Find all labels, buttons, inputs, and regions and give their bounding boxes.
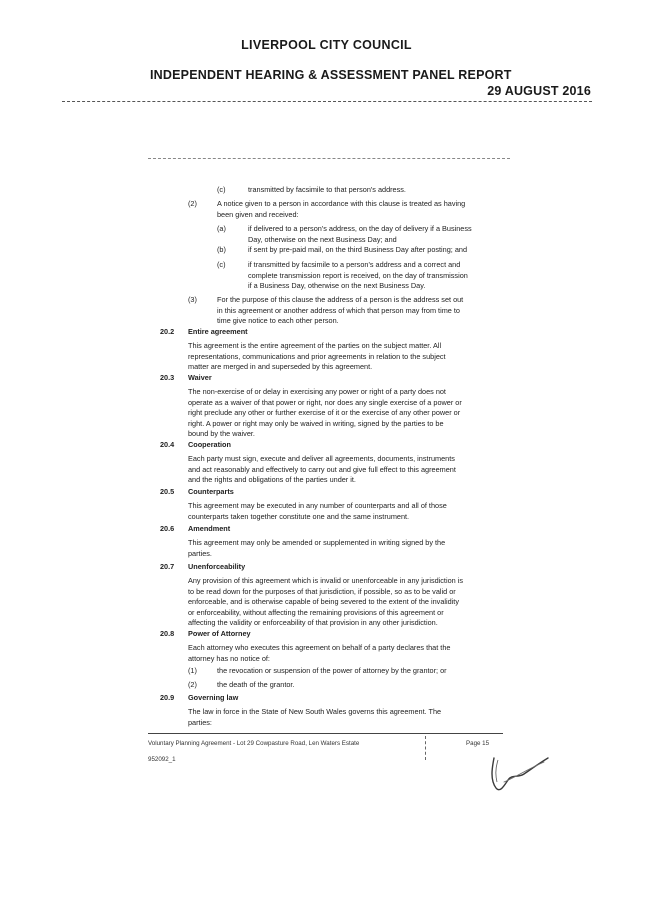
section-text: Each party must sign, execute and delive… — [188, 454, 455, 463]
item-label: (c) — [217, 260, 226, 269]
item-text: time give notice to each other person. — [217, 316, 339, 326]
section-text: The non-exercise of or delay in exercisi… — [188, 387, 446, 396]
item-text: if sent by pre-paid mail, on the third B… — [248, 245, 468, 254]
section-text: attorney has no notice of: — [188, 653, 270, 663]
section-text: The law in force in the State of New Sou… — [188, 707, 442, 716]
section-title: Unenforceability — [188, 562, 246, 571]
item-text: if transmitted by facsimile to a person'… — [248, 260, 461, 269]
section-number: 20.5 — [160, 487, 175, 496]
section-number: 20.6 — [160, 524, 175, 533]
section-number: 20.3 — [160, 373, 175, 382]
section-title: Cooperation — [188, 440, 231, 449]
section-number: 20.9 — [160, 693, 175, 702]
section-text: enforceable, and is otherwise capable of… — [188, 597, 459, 607]
section-title: Waiver — [188, 373, 212, 382]
item-text: transmitted by facsimile to that person'… — [248, 185, 406, 194]
item-label: (1) — [188, 666, 197, 675]
section-text: to be read down for the purposes of that… — [188, 586, 456, 596]
footer-title: Voluntary Planning Agreement - Lot 29 Co… — [148, 740, 360, 747]
section-text: This agreement may be executed in any nu… — [188, 501, 447, 510]
report-date: 29 AUGUST 2016 — [487, 84, 591, 98]
section-text: counterparts taken together constitute o… — [188, 511, 410, 521]
section-text: right preclude any other or further exer… — [188, 408, 461, 418]
section-title: Governing law — [188, 693, 239, 702]
section-text: parties: — [188, 717, 212, 727]
item-label: (3) — [188, 295, 197, 304]
section-text: Each attorney who executes this agreemen… — [188, 643, 451, 652]
item-text: been given and received: — [217, 209, 299, 219]
item-text: in this agreement or another address of … — [217, 305, 460, 315]
item-label: (c) — [217, 185, 226, 194]
item-text: if a Business Day, otherwise on the next… — [248, 281, 426, 291]
footer-separator — [425, 736, 426, 760]
header-divider — [62, 101, 592, 102]
section-text: This agreement may only be amended or su… — [188, 538, 446, 547]
section-text: Any provision of this agreement which is… — [188, 576, 463, 585]
section-number: 20.7 — [160, 562, 175, 571]
item-text: the revocation or suspension of the powe… — [217, 666, 447, 675]
section-title: Power of Attorney — [188, 629, 251, 638]
page-top-divider — [148, 158, 510, 159]
section-text: representations, communications and prio… — [188, 351, 446, 361]
section-number: 20.8 — [160, 629, 175, 638]
section-text: right. A power or right may only be waiv… — [188, 418, 444, 428]
section-text: parties. — [188, 548, 212, 558]
footer-divider — [148, 733, 503, 734]
section-text: and act reasonably and effectively to ca… — [188, 464, 456, 474]
item-text: For the purpose of this clause the addre… — [217, 295, 464, 304]
item-label: (2) — [188, 199, 197, 208]
section-text: bound by the waiver. — [188, 429, 255, 439]
section-text: operate as a waiver of that power or rig… — [188, 397, 462, 407]
item-label: (b) — [217, 245, 226, 254]
section-title: Counterparts — [188, 487, 234, 496]
section-text: and the rights and obligations of the pa… — [188, 475, 356, 485]
council-name: LIVERPOOL CITY COUNCIL — [241, 38, 412, 52]
item-text: complete transmission report is received… — [248, 270, 468, 280]
section-title: Entire agreement — [188, 327, 248, 336]
section-number: 20.2 — [160, 327, 175, 336]
item-text: Day, otherwise on the next Business Day;… — [248, 234, 397, 244]
signature-image — [491, 757, 549, 791]
section-text: or enforceability, without affecting the… — [188, 607, 444, 617]
report-title: INDEPENDENT HEARING & ASSESSMENT PANEL R… — [150, 68, 512, 82]
section-title: Amendment — [188, 524, 231, 533]
section-text: matter are merged in and superseded by t… — [188, 362, 373, 372]
section-text: This agreement is the entire agreement o… — [188, 341, 442, 350]
page-number: Page 15 — [466, 740, 490, 747]
section-number: 20.4 — [160, 440, 175, 449]
footer-doc-id: 952092_1 — [148, 756, 176, 763]
section-text: affecting the validity or enforceability… — [188, 618, 438, 628]
item-text: A notice given to a person in accordance… — [217, 199, 466, 208]
item-label: (a) — [217, 224, 226, 233]
item-label: (2) — [188, 680, 197, 689]
item-text: if delivered to a person's address, on t… — [248, 224, 472, 233]
item-text: the death of the grantor. — [217, 680, 295, 689]
